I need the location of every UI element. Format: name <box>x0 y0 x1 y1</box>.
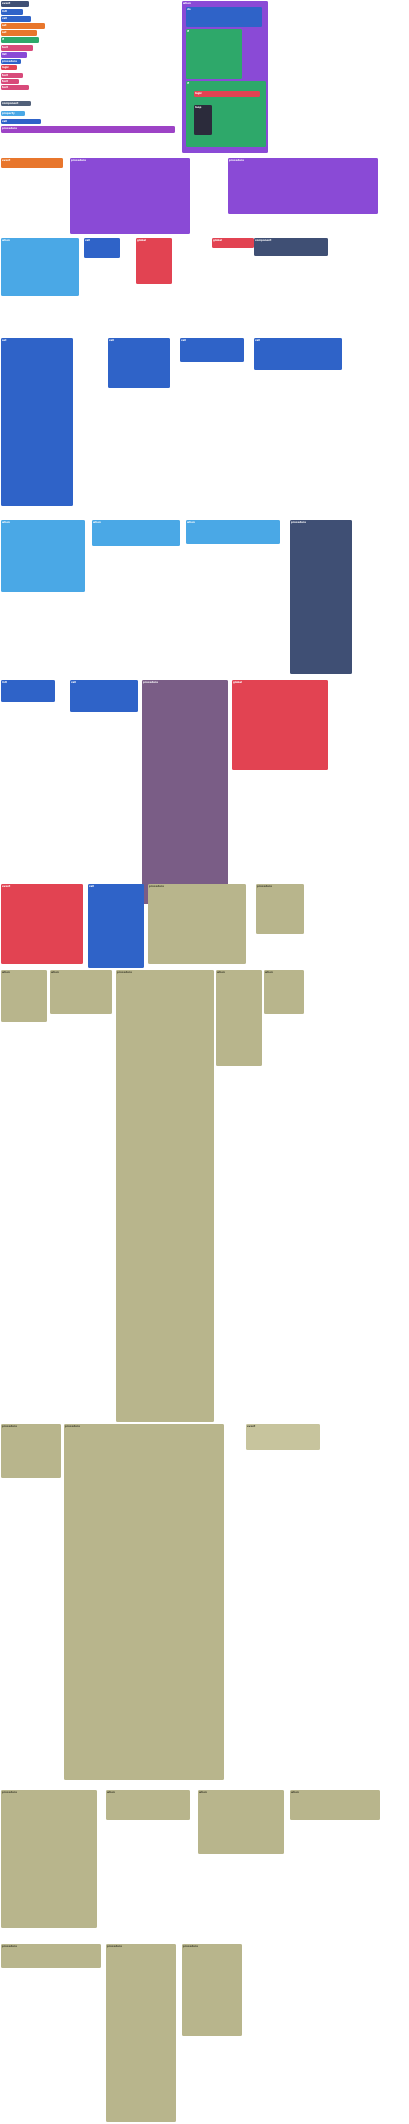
disabled-block[interactable]: procedure <box>106 1944 176 2122</box>
call-block[interactable]: call <box>1 16 31 22</box>
init-block[interactable]: init <box>1 680 55 702</box>
component-block[interactable]: component <box>1 101 31 106</box>
event-block[interactable]: when <box>186 520 280 544</box>
disabled-block[interactable]: procedure <box>256 884 304 934</box>
if-block[interactable]: if <box>1 37 39 43</box>
global-block[interactable]: global <box>136 238 172 284</box>
call-block[interactable]: call <box>70 680 138 712</box>
text-block[interactable]: text <box>1 85 29 90</box>
disabled-block[interactable]: procedure <box>148 884 246 964</box>
do-block[interactable]: do <box>186 7 262 27</box>
event-block[interactable]: when <box>1 238 79 296</box>
set-block[interactable]: set <box>1 23 45 29</box>
procedure-block[interactable]: procedure <box>70 158 190 234</box>
event-block[interactable]: event <box>1 1 29 7</box>
disabled-block[interactable]: when <box>106 1790 190 1820</box>
logic-block[interactable]: logic <box>194 91 260 97</box>
event-block[interactable]: event <box>1 158 63 168</box>
loop-block[interactable]: loop <box>194 105 212 135</box>
disabled-block[interactable]: procedure <box>1 1424 61 1478</box>
disabled-block[interactable]: procedure <box>182 1944 242 2036</box>
disabled-block[interactable]: when <box>216 970 262 1066</box>
procedure-block[interactable]: procedure <box>228 158 378 214</box>
if-block[interactable]: if logic loop <box>186 81 266 147</box>
disabled-block[interactable]: procedure <box>1 1944 101 1968</box>
global-block[interactable]: global <box>212 238 254 248</box>
wide-block[interactable]: procedure <box>1 126 175 133</box>
procedure-block[interactable]: procedure <box>142 680 228 904</box>
text-block[interactable]: text <box>1 45 33 51</box>
event-block[interactable]: when <box>92 520 180 546</box>
text-block[interactable]: text <box>1 79 19 84</box>
if-block[interactable]: if <box>186 29 242 79</box>
call-block[interactable]: call <box>254 338 342 370</box>
disabled-block[interactable]: procedure <box>116 970 214 1422</box>
procedure-block[interactable]: procedure <box>290 520 352 674</box>
event-block[interactable]: when <box>1 520 85 592</box>
set-block[interactable]: set <box>1 338 73 506</box>
text-block[interactable]: text <box>1 73 23 78</box>
call-block[interactable]: call <box>108 338 170 388</box>
event-block[interactable]: event <box>1 884 83 964</box>
disabled-block[interactable]: event <box>246 1424 320 1450</box>
disabled-block[interactable]: procedure <box>1 1790 97 1928</box>
disabled-block[interactable]: procedure <box>64 1424 224 1780</box>
init-block[interactable]: init <box>1 9 23 15</box>
call-block[interactable]: call <box>84 238 120 258</box>
logic-block[interactable]: logic <box>1 65 17 70</box>
procedure-block[interactable]: procedure <box>1 59 21 64</box>
disabled-block[interactable]: when <box>290 1790 380 1820</box>
call-block[interactable]: call <box>180 338 244 362</box>
disabled-block[interactable]: when <box>264 970 304 1014</box>
global-block[interactable]: global <box>232 680 328 770</box>
block-stack-1[interactable]: event init call set set if text list pro… <box>1 1 45 127</box>
disabled-block[interactable]: when <box>50 970 112 1014</box>
component-block[interactable]: component <box>254 238 328 256</box>
list-block[interactable]: list <box>1 52 27 58</box>
event-block-main[interactable]: when do if if logic loop <box>182 1 268 153</box>
call-block[interactable]: call <box>1 119 41 124</box>
disabled-block[interactable]: when <box>198 1790 284 1854</box>
set-block[interactable]: set <box>1 30 37 36</box>
property-block[interactable]: property <box>1 111 25 116</box>
disabled-block[interactable]: when <box>1 970 47 1022</box>
call-block[interactable]: call <box>88 884 144 968</box>
